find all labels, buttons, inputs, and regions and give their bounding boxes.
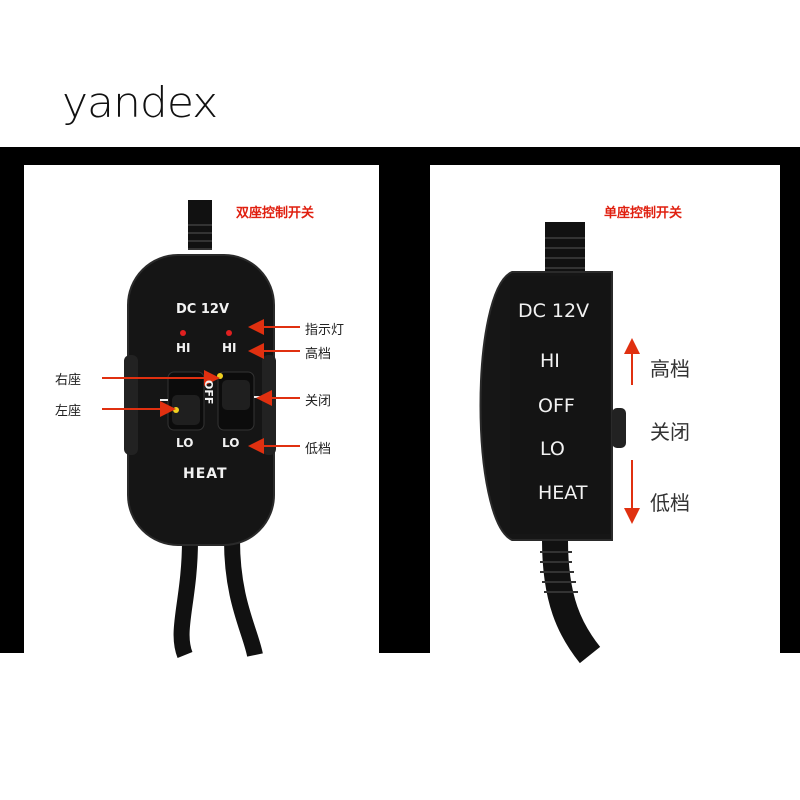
left-device-dc-label: DC 12V — [176, 302, 230, 317]
left-device-hi-label-2: HI — [222, 341, 237, 355]
left-device-lo-label-2: LO — [222, 436, 240, 450]
left-device-off-label: OFF — [202, 380, 215, 405]
label-close-right: 关闭 — [650, 420, 690, 444]
label-close-left: 关闭 — [305, 394, 332, 409]
left-panel-title: 双座控制开关 — [236, 206, 315, 221]
dual-seat-switch-device — [102, 200, 300, 658]
yandex-watermark: yandex — [62, 78, 218, 127]
label-right-seat: 右座 — [55, 373, 82, 388]
right-panel-title: 单座控制开关 — [604, 206, 683, 221]
left-device-lo-label-1: LO — [176, 436, 194, 450]
label-low-right: 低档 — [650, 491, 690, 515]
label-high-left: 高档 — [305, 347, 332, 362]
right-device-lo-label: LO — [540, 438, 565, 460]
label-high-right: 高档 — [650, 357, 690, 381]
label-indicator-light: 指示灯 — [305, 323, 345, 338]
left-device-hi-label-1: HI — [176, 341, 191, 355]
label-left-seat: 左座 — [55, 404, 82, 419]
single-seat-switch-device — [479, 222, 640, 664]
right-device-dc-label: DC 12V — [518, 300, 590, 322]
label-low-left: 低档 — [305, 442, 332, 457]
right-device-hi-label: HI — [540, 350, 560, 372]
right-device-heat-label: HEAT — [538, 482, 588, 504]
left-device-heat-label: HEAT — [183, 466, 228, 482]
right-device-off-label: OFF — [538, 395, 575, 417]
